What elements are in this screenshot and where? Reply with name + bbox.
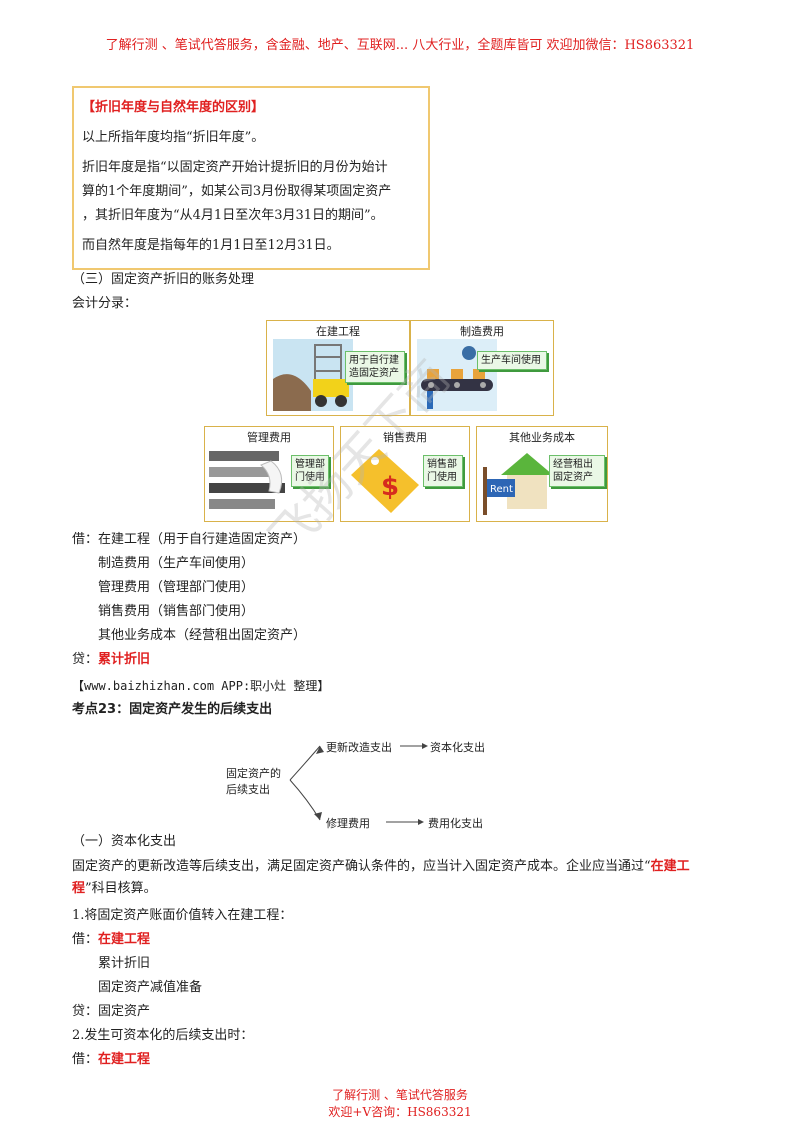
debit-account: 固定资产减值准备 <box>98 980 203 995</box>
paragraph-text: ”科目核算。 <box>85 881 157 896</box>
dollar-tag-icon: $ <box>345 445 427 517</box>
expenditure-diagram <box>289 743 428 825</box>
info-box-line: 以上所指年度均指“折旧年度”。 <box>82 130 265 145</box>
debit-account: 销售费用（销售部门使用） <box>98 604 255 619</box>
section-heading: （一）资本化支出 <box>72 834 177 849</box>
step-2: 2.发生可资本化的后续支出时： <box>72 1028 254 1043</box>
card-note: 生产车间使用 <box>477 351 547 370</box>
svg-text:Rent: Rent <box>490 484 513 495</box>
rent-house-icon: Rent <box>481 445 553 517</box>
card-note: 用于自行建造固定资产 <box>345 351 405 383</box>
card-title: 管理费用 <box>247 431 291 444</box>
debit-account: 管理费用（管理部门使用） <box>98 580 255 595</box>
diagram-root-line: 固定资产的 <box>226 767 281 780</box>
page-header: 了解行测 、笔试代答服务，含金融、地产、互联网... 八大行业，全题库皆可 欢迎… <box>105 38 695 53</box>
step-1: 1.将固定资产账面价值转入在建工程： <box>72 908 293 923</box>
section-heading: （三）固定资产折旧的账务处理 <box>72 272 255 287</box>
info-box-title: 【折旧年度与自然年度的区别】 <box>82 100 265 115</box>
diagram-root-line: 后续支出 <box>226 783 270 796</box>
credit-account: 固定资产 <box>98 1004 151 1019</box>
diagram-result: 费用化支出 <box>428 817 483 830</box>
card-sales: 销售费用 $ 销售部门使用 <box>340 426 470 522</box>
highlight: 程 <box>72 881 86 896</box>
info-box-line: 而自然年度是指每年的1月1日至12月31日。 <box>82 238 340 253</box>
debit-account: 累计折旧 <box>98 956 151 971</box>
kp23-heading: 考点23：固定资产发生的后续支出 <box>72 702 273 717</box>
debit-prefix: 借： <box>72 532 99 547</box>
credit-line: 贷：累计折旧 <box>72 650 150 670</box>
debit-account: 在建工程 <box>98 1052 151 1067</box>
page-footer: 了解行测 、笔试代答服务 <box>332 1088 468 1102</box>
paragraph-text: 固定资产的更新改造等后续支出，满足固定资产确认条件的，应当计入固定资产成本。企业… <box>72 859 651 874</box>
debit-account: 在建工程（用于自行建造固定资产） <box>98 532 307 547</box>
page-footer: 欢迎+V咨询：HS863321 <box>328 1105 472 1119</box>
construction-illustration <box>273 339 353 411</box>
chart-illustration <box>209 445 291 517</box>
credit-account: 累计折旧 <box>98 652 151 667</box>
section-subheading: 会计分录： <box>72 296 138 311</box>
card-other-business: 其他业务成本 Rent 经营租出固定资产 <box>476 426 608 522</box>
credit-line: 贷：固定资产 <box>72 1002 150 1022</box>
info-box-line: ，其折旧年度为“从4月1日至次年3月31日的期间”。 <box>82 208 384 223</box>
svg-text:$: $ <box>381 472 399 502</box>
diagram-branch: 更新改造支出 <box>326 741 392 754</box>
card-management: 管理费用 管理部门使用 <box>204 426 334 522</box>
debit-account: 其他业务成本（经营租出固定资产） <box>98 628 307 643</box>
card-title: 销售费用 <box>383 431 427 444</box>
debit-account: 制造费用（生产车间使用） <box>98 556 255 571</box>
debit-line: 借：在建工程（用于自行建造固定资产） <box>72 530 306 550</box>
debit-line: 借：在建工程 <box>72 930 150 950</box>
diagram-root: 固定资产的 后续支出 <box>226 766 281 798</box>
info-box: 【折旧年度与自然年度的区别】 以上所指年度均指“折旧年度”。 折旧年度是指“以固… <box>72 86 430 270</box>
debit-prefix: 借： <box>72 1052 99 1067</box>
diagram-branch: 修理费用 <box>326 817 370 830</box>
info-box-line: 折旧年度是指“以固定资产开始计提折旧的月份为始计 <box>82 160 388 175</box>
card-title: 在建工程 <box>316 325 360 338</box>
credit-prefix: 贷： <box>72 652 99 667</box>
highlight: 在建工 <box>650 859 690 874</box>
debit-prefix: 借： <box>72 932 99 947</box>
info-box-line: 算的1个年度期间”，如某公司3月份取得某项固定资产 <box>82 184 392 199</box>
card-construction: 在建工程 用于自行建造固定资产 <box>266 320 410 416</box>
credit-prefix: 贷： <box>72 1004 99 1019</box>
card-manufacturing: 制造费用 生产车间使用 <box>410 320 554 416</box>
card-note: 销售部门使用 <box>423 455 463 487</box>
card-title: 其他业务成本 <box>509 431 575 444</box>
paragraph: 固定资产的更新改造等后续支出，满足固定资产确认条件的，应当计入固定资产成本。企业… <box>72 856 742 900</box>
debit-line: 借：在建工程 <box>72 1050 150 1070</box>
source-line: 【www.baizhizhan.com APP:职小灶 整理】 <box>72 679 330 693</box>
card-title: 制造费用 <box>460 325 504 338</box>
card-note: 管理部门使用 <box>291 455 329 487</box>
diagram-result: 资本化支出 <box>430 741 485 754</box>
card-note: 经营租出固定资产 <box>549 455 605 487</box>
debit-account: 在建工程 <box>98 932 151 947</box>
